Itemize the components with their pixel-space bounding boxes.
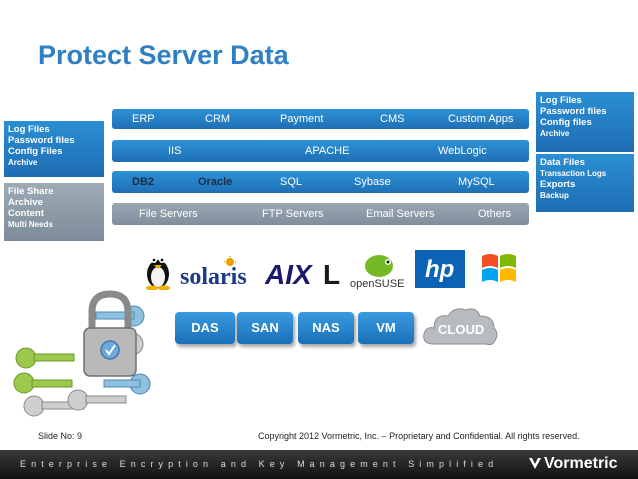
windows-logo bbox=[480, 250, 520, 288]
app-erp: ERP bbox=[132, 113, 155, 125]
web-layer: IIS APACHE WebLogic bbox=[112, 140, 529, 162]
storage-das: DAS bbox=[175, 312, 235, 344]
copyright-text: Copyright 2012 Vormetric, Inc. – Proprie… bbox=[258, 431, 580, 441]
solaris-logo: solaris bbox=[180, 256, 258, 290]
left-panel-item: Log Files bbox=[8, 124, 50, 135]
right-panel-item: Config files bbox=[540, 117, 592, 128]
left-panel-item: Password files bbox=[8, 135, 75, 146]
fs-file-servers: File Servers bbox=[139, 208, 198, 220]
apps-layer: ERP CRM Payment CMS Custom Apps bbox=[112, 109, 529, 129]
aix-logo: AIX L bbox=[264, 258, 345, 290]
lock-and-keys-icon bbox=[4, 288, 154, 423]
aix-text: AIX bbox=[265, 259, 314, 290]
slide-number: Slide No: 9 bbox=[38, 431, 83, 441]
hp-text: hp bbox=[425, 256, 454, 283]
storage-vm: VM bbox=[358, 312, 414, 344]
db-sql: SQL bbox=[280, 176, 303, 188]
right-panel-top: Log Files Password files Config files Ar… bbox=[536, 92, 634, 152]
storage-nas: NAS bbox=[298, 312, 354, 344]
brand-name: Vormetric bbox=[544, 455, 618, 472]
tagline: Enterprise Encryption and Key Management… bbox=[20, 459, 499, 469]
left-panel-top: Log Files Password files Config Files Ar… bbox=[4, 121, 104, 177]
hp-logo: hp bbox=[415, 250, 465, 288]
web-iis: IIS bbox=[168, 145, 182, 157]
db-layer: DB2 Oracle SQL Sybase MySQL bbox=[112, 171, 529, 193]
bottom-bar: Enterprise Encryption and Key Management… bbox=[0, 450, 638, 479]
fs-layer: File Servers FTP Servers Email Servers O… bbox=[112, 203, 529, 225]
db-oracle: Oracle bbox=[198, 176, 233, 188]
right-panel-item: Data Files bbox=[540, 157, 585, 168]
opensuse-text: openSUSE bbox=[350, 278, 404, 290]
opensuse-logo: openSUSE bbox=[348, 250, 410, 290]
left-panel-item: File Share bbox=[8, 186, 54, 197]
db-mysql: MySQL bbox=[458, 176, 495, 188]
left-panel-bottom: File Share Archive Content Multi Needs bbox=[4, 183, 104, 241]
vormetric-mark-icon bbox=[529, 458, 541, 469]
right-panel-item: Password files bbox=[540, 106, 607, 117]
fs-others: Others bbox=[478, 208, 512, 220]
aix-l-text: L bbox=[323, 259, 340, 290]
right-panel-item: Log Files bbox=[540, 95, 582, 106]
storage-cloud-label: CLOUD bbox=[438, 322, 484, 337]
web-weblogic: WebLogic bbox=[438, 145, 487, 157]
slide-title: Protect Server Data bbox=[38, 40, 289, 70]
left-panel-item: Content bbox=[8, 208, 44, 219]
web-apache: APACHE bbox=[305, 145, 350, 157]
db-db2: DB2 bbox=[132, 176, 155, 188]
app-cms: CMS bbox=[380, 113, 405, 125]
right-panel-item: Backup bbox=[540, 191, 569, 200]
right-panel-bottom: Data Files Transaction Logs Exports Back… bbox=[536, 154, 634, 212]
left-panel-item: Multi Needs bbox=[8, 220, 53, 229]
left-panel-item: Archive bbox=[8, 158, 38, 167]
storage-cloud: CLOUD bbox=[420, 302, 500, 350]
right-panel-item: Transaction Logs bbox=[540, 169, 607, 178]
left-panel-item: Config Files bbox=[8, 146, 63, 157]
fs-email-servers: Email Servers bbox=[366, 208, 435, 220]
app-custom: Custom Apps bbox=[448, 113, 514, 125]
storage-san: SAN bbox=[237, 312, 293, 344]
linux-tux-icon bbox=[143, 250, 173, 291]
left-panel-item: Archive bbox=[8, 197, 43, 208]
right-panel-item: Archive bbox=[540, 129, 570, 138]
right-panel-item: Exports bbox=[540, 179, 576, 190]
brand-logo: Vormetric bbox=[528, 455, 618, 473]
app-crm: CRM bbox=[205, 113, 231, 125]
solaris-text: solaris bbox=[180, 264, 247, 288]
db-sybase: Sybase bbox=[354, 176, 391, 188]
app-payment: Payment bbox=[280, 113, 324, 125]
fs-ftp-servers: FTP Servers bbox=[262, 208, 324, 220]
